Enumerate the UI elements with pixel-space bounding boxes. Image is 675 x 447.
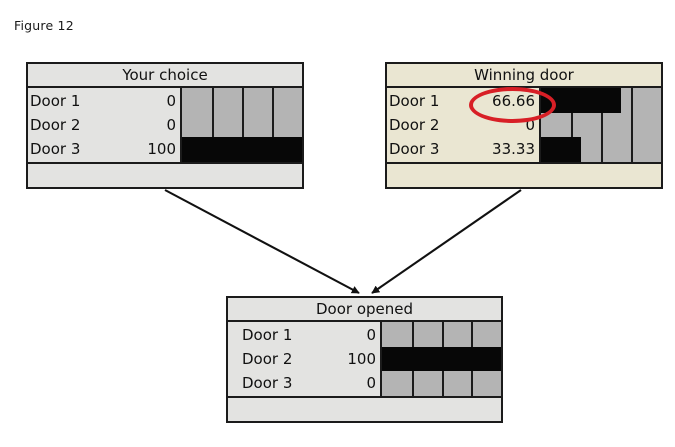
row-door-label: Door 1 [389, 92, 440, 110]
bar-door-2 [382, 346, 501, 372]
row-door-value: 0 [166, 116, 176, 134]
table-row: Door 2 100 [228, 347, 380, 371]
chart-row [541, 113, 661, 138]
panel-title-winning-door: Winning door [387, 64, 661, 88]
row-door-label: Door 3 [30, 140, 81, 158]
table-row: Door 2 0 [387, 113, 539, 137]
row-door-value: 0 [166, 92, 176, 110]
row-door-value: 0 [366, 326, 376, 344]
chart-row [182, 113, 302, 138]
row-door-label: Door 2 [30, 116, 81, 134]
panel-winning-door[interactable]: Winning door Door 1 66.66 Door 2 0 Door … [385, 62, 663, 189]
panel-body-your-choice: Door 1 0 Door 2 0 Door 3 100 [28, 88, 302, 164]
row-door-value: 100 [147, 140, 176, 158]
table-row: Door 1 66.66 [387, 89, 539, 113]
chart-row [382, 322, 501, 347]
chart-row [541, 88, 661, 113]
panel-body-door-opened: Door 1 0 Door 2 100 Door 3 0 [228, 322, 501, 398]
chart-row [182, 88, 302, 113]
row-door-value: 0 [366, 374, 376, 392]
chart-gridline [212, 88, 214, 162]
row-door-value: 66.66 [492, 92, 535, 110]
bar-chart-your-choice [180, 88, 302, 162]
row-door-label: Door 1 [30, 92, 81, 110]
chart-gridline [571, 88, 573, 162]
row-door-label: Door 2 [242, 350, 293, 368]
row-door-label: Door 2 [389, 116, 440, 134]
chart-gridline [631, 88, 633, 162]
chart-rows-your-choice [182, 88, 302, 162]
chart-rows-door-opened [382, 322, 501, 396]
panel-title-door-opened: Door opened [228, 298, 501, 322]
row-door-label: Door 1 [242, 326, 293, 344]
chart-row [541, 137, 661, 162]
chart-row [182, 137, 302, 162]
bar-door-1 [541, 88, 621, 113]
row-door-value: 33.33 [492, 140, 535, 158]
table-row: Door 3 0 [228, 371, 380, 395]
table-row: Door 2 0 [28, 113, 180, 137]
table-row: Door 1 0 [228, 323, 380, 347]
chart-row [382, 371, 501, 396]
panel-footer-winning-door [387, 164, 661, 187]
panel-door-opened[interactable]: Door opened Door 1 0 Door 2 100 Door 3 0 [226, 296, 503, 423]
row-labels-door-opened: Door 1 0 Door 2 100 Door 3 0 [228, 322, 380, 396]
row-labels-your-choice: Door 1 0 Door 2 0 Door 3 100 [28, 88, 180, 162]
panel-body-winning-door: Door 1 66.66 Door 2 0 Door 3 33.33 [387, 88, 661, 164]
table-row: Door 1 0 [28, 89, 180, 113]
bar-chart-door-opened [380, 322, 501, 396]
arrow-your-choice-to-door-opened [164, 189, 360, 294]
arrow-winning-door-to-door-opened [371, 189, 522, 294]
chart-row [382, 346, 501, 372]
row-door-value: 0 [525, 116, 535, 134]
panel-your-choice[interactable]: Your choice Door 1 0 Door 2 0 Door 3 100 [26, 62, 304, 189]
figure-caption: Figure 12 [14, 18, 74, 33]
chart-gridline [242, 88, 244, 162]
chart-rows-winning-door [541, 88, 661, 162]
row-door-value: 100 [347, 350, 376, 368]
panel-footer-door-opened [228, 398, 501, 421]
table-row: Door 3 33.33 [387, 137, 539, 161]
row-door-label: Door 3 [389, 140, 440, 158]
bar-door-3 [182, 137, 302, 162]
bar-door-3 [541, 137, 581, 162]
row-labels-winning-door: Door 1 66.66 Door 2 0 Door 3 33.33 [387, 88, 539, 162]
chart-gridline [601, 88, 603, 162]
panel-footer-your-choice [28, 164, 302, 187]
bar-chart-winning-door [539, 88, 661, 162]
panel-title-your-choice: Your choice [28, 64, 302, 88]
chart-gridline [272, 88, 274, 162]
table-row: Door 3 100 [28, 137, 180, 161]
row-door-label: Door 3 [242, 374, 293, 392]
